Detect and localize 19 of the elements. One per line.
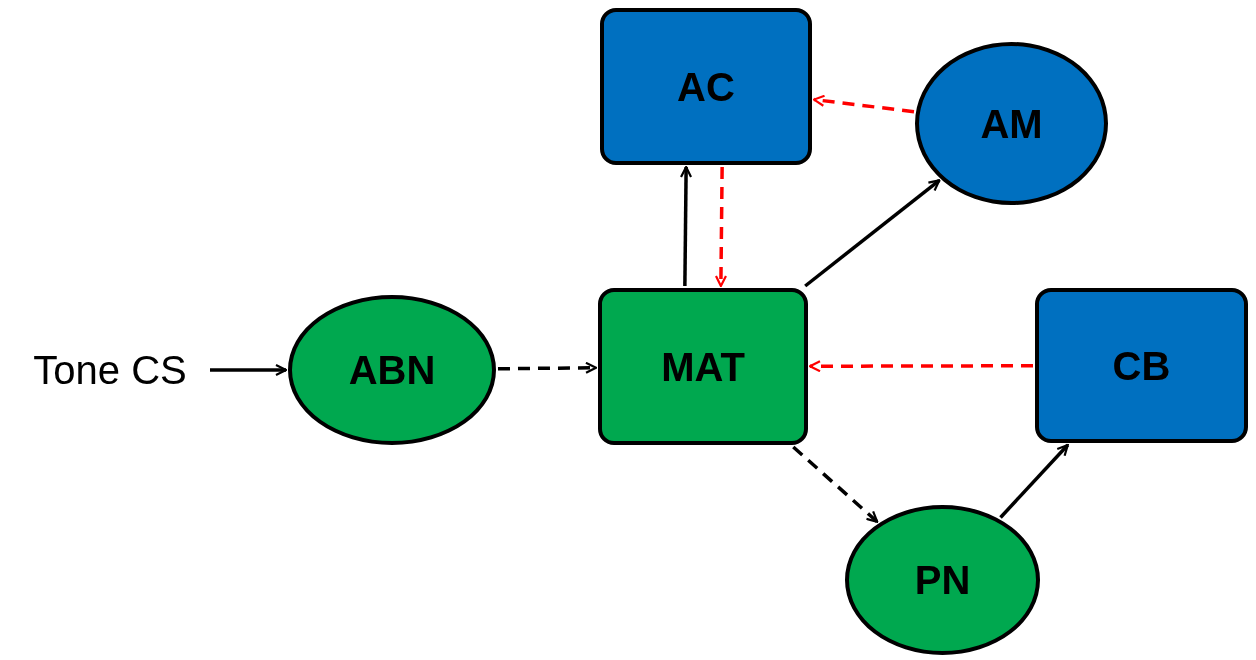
node-label: CB [1112, 342, 1171, 390]
process-box [598, 288, 808, 445]
arrow [497, 361, 598, 374]
arrow [999, 443, 1070, 519]
input-label: Tone CS [33, 347, 187, 394]
node-label: AM [980, 100, 1043, 148]
process-box [1035, 288, 1248, 443]
arrow [804, 178, 941, 288]
node-label: MAT [661, 343, 745, 391]
arrow [812, 94, 915, 114]
arrow [792, 445, 879, 524]
node-label: ABN [348, 347, 436, 394]
node-label: AC [677, 63, 735, 111]
arrow [679, 165, 693, 286]
process-box [600, 8, 812, 165]
arrow [808, 360, 1033, 373]
arrow [210, 363, 288, 377]
node-label: PN [914, 557, 971, 604]
arrow [714, 167, 728, 288]
